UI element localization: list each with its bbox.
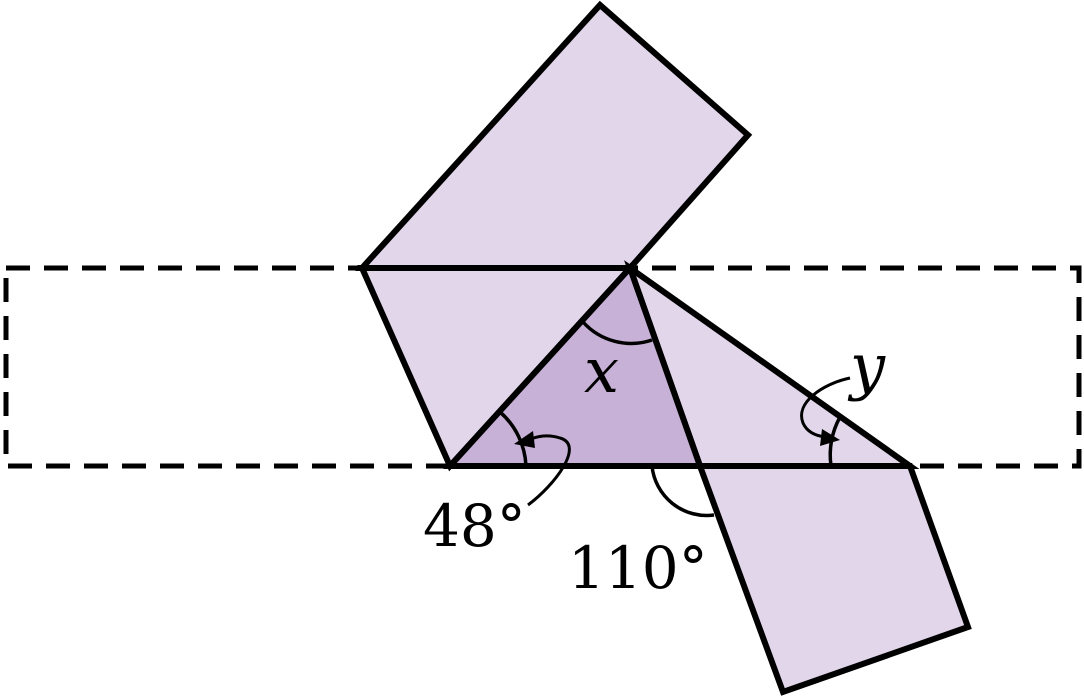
arc-angle-x: [581, 320, 653, 346]
arrowhead-y: [820, 429, 840, 446]
label-110: 110°: [568, 534, 708, 602]
arc-angle-110: [650, 465, 715, 518]
central-triangle: [443, 262, 705, 469]
pointer-48: [527, 434, 571, 507]
arc-angle-48: [498, 410, 528, 467]
arrowhead-48: [514, 431, 535, 448]
top-rectangle: [355, 0, 753, 271]
bottom-rectangle: [695, 463, 972, 696]
label-x: x: [584, 334, 619, 407]
label-y: y: [847, 330, 886, 403]
pointer-y: [800, 376, 851, 439]
label-48: 48°: [423, 492, 526, 560]
